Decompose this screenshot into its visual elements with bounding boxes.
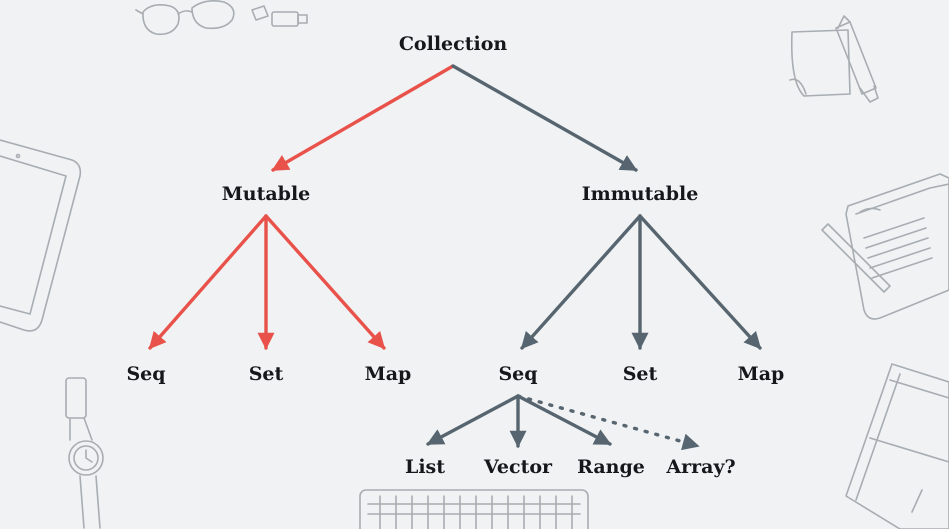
arrow-collection-to-immutable xyxy=(451,64,638,172)
immutable-branch xyxy=(426,64,762,451)
glasses-icon xyxy=(135,0,235,36)
node-immutable-map: Map xyxy=(737,363,785,385)
node-array: Array? xyxy=(666,456,736,478)
node-mutable: Mutable xyxy=(221,183,311,205)
node-mutable-map: Map xyxy=(364,363,412,385)
arrow-mutable-to-map xyxy=(264,214,386,350)
node-immutable-set: Set xyxy=(622,363,658,385)
sticky-note-icon xyxy=(789,29,851,97)
arrow-immutable-to-map xyxy=(638,214,762,350)
arrow-seq-to-array xyxy=(516,394,700,451)
mutable-branch xyxy=(148,64,455,350)
arrow-seq-to-range xyxy=(516,394,612,446)
node-vector: Vector xyxy=(483,456,553,478)
node-mutable-set: Set xyxy=(248,363,284,385)
marker-icon xyxy=(835,15,879,103)
arrow-immutable-to-seq xyxy=(520,214,642,350)
node-mutable-seq: Seq xyxy=(126,363,166,385)
usb-stick-icon xyxy=(251,5,308,27)
node-immutable-seq: Seq xyxy=(498,363,538,385)
journal-icon xyxy=(845,363,949,529)
node-range: Range xyxy=(577,456,645,478)
arrow-mutable-to-seq xyxy=(148,214,268,350)
wristwatch-icon xyxy=(65,377,104,529)
node-collection: Collection xyxy=(398,33,508,55)
node-immutable: Immutable xyxy=(581,183,699,205)
tablet-icon xyxy=(0,139,82,332)
keyboard-icon xyxy=(359,489,589,529)
arrow-collection-to-mutable xyxy=(271,64,455,172)
node-list: List xyxy=(404,456,446,478)
notebook-pen-icon xyxy=(821,173,949,320)
arrow-seq-to-list xyxy=(426,394,520,446)
